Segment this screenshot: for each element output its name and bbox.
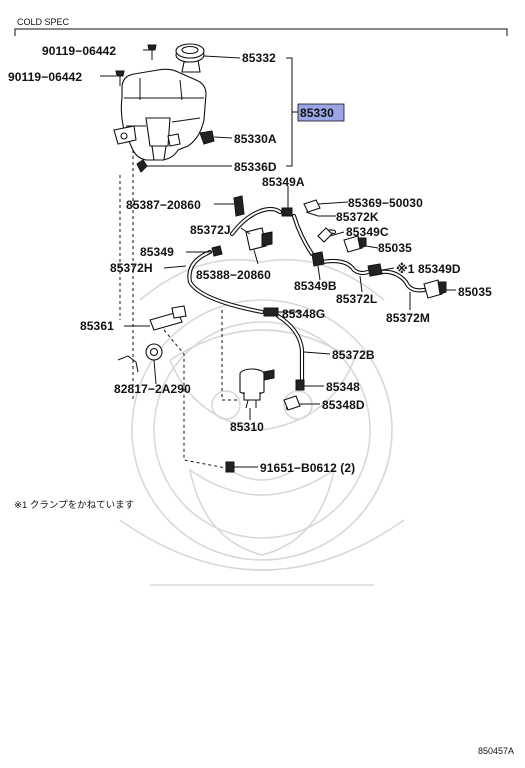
part-label[interactable]: 85310 [230,420,264,434]
part-label[interactable]: 85349A [262,175,305,189]
part-label[interactable]: 85348 [326,380,360,394]
hose-lines [187,206,427,411]
part-label[interactable]: 90119−06442 [42,44,116,58]
washer-pump-motor-illustration [221,310,275,409]
diagram-id: 850457A [478,746,514,756]
assembly-highlight [297,103,345,122]
leader-lines [100,49,456,468]
part-label[interactable]: 85330A [234,132,277,146]
part-label[interactable]: 85372L [336,292,377,306]
part-label[interactable]: 91651−B0612 (2) [260,461,355,475]
part-label[interactable]: 90119−06442 [8,70,82,84]
part-label[interactable]: 85369−50030 [348,196,423,210]
part-label[interactable]: 82817−2A290 [114,382,191,396]
part-label[interactable]: 85035 [458,285,492,299]
washer-tank-illustration [113,43,215,400]
part-label[interactable]: 85332 [242,51,276,65]
part-label[interactable]: 85372K [336,210,379,224]
bolt-icon [147,44,157,60]
part-label[interactable]: 85372J [190,223,231,237]
part-label[interactable]: 85348G [282,307,325,321]
watermark-emblem [119,258,405,586]
part-label[interactable]: 85387−20860 [126,198,201,212]
part-label[interactable]: 85361 [80,319,114,333]
assembly-number-label[interactable]: 85330 [300,106,334,120]
header-title: COLD SPEC [17,17,70,27]
header-rule [14,28,508,36]
part-label[interactable]: 85372H [110,261,153,275]
part-label[interactable]: 85388−20860 [196,268,271,282]
part-label[interactable]: ※1 85349D [396,262,461,276]
part-labels: 90119−06442 90119−06442 85332 85330 8533… [8,44,492,475]
small-fittings [117,195,447,473]
footnote: ※1 クランプをかねています [14,500,134,511]
bolt-icon [115,70,125,86]
part-label[interactable]: 85348D [322,398,365,412]
part-label[interactable]: 85372M [386,311,430,325]
part-label[interactable]: 85035 [378,241,412,255]
part-label[interactable]: 85349C [346,225,389,239]
part-label[interactable]: 85372B [332,348,375,362]
part-label[interactable]: 85349 [140,245,174,259]
part-label[interactable]: 85336D [234,160,277,174]
part-label[interactable]: 85349B [294,279,337,293]
